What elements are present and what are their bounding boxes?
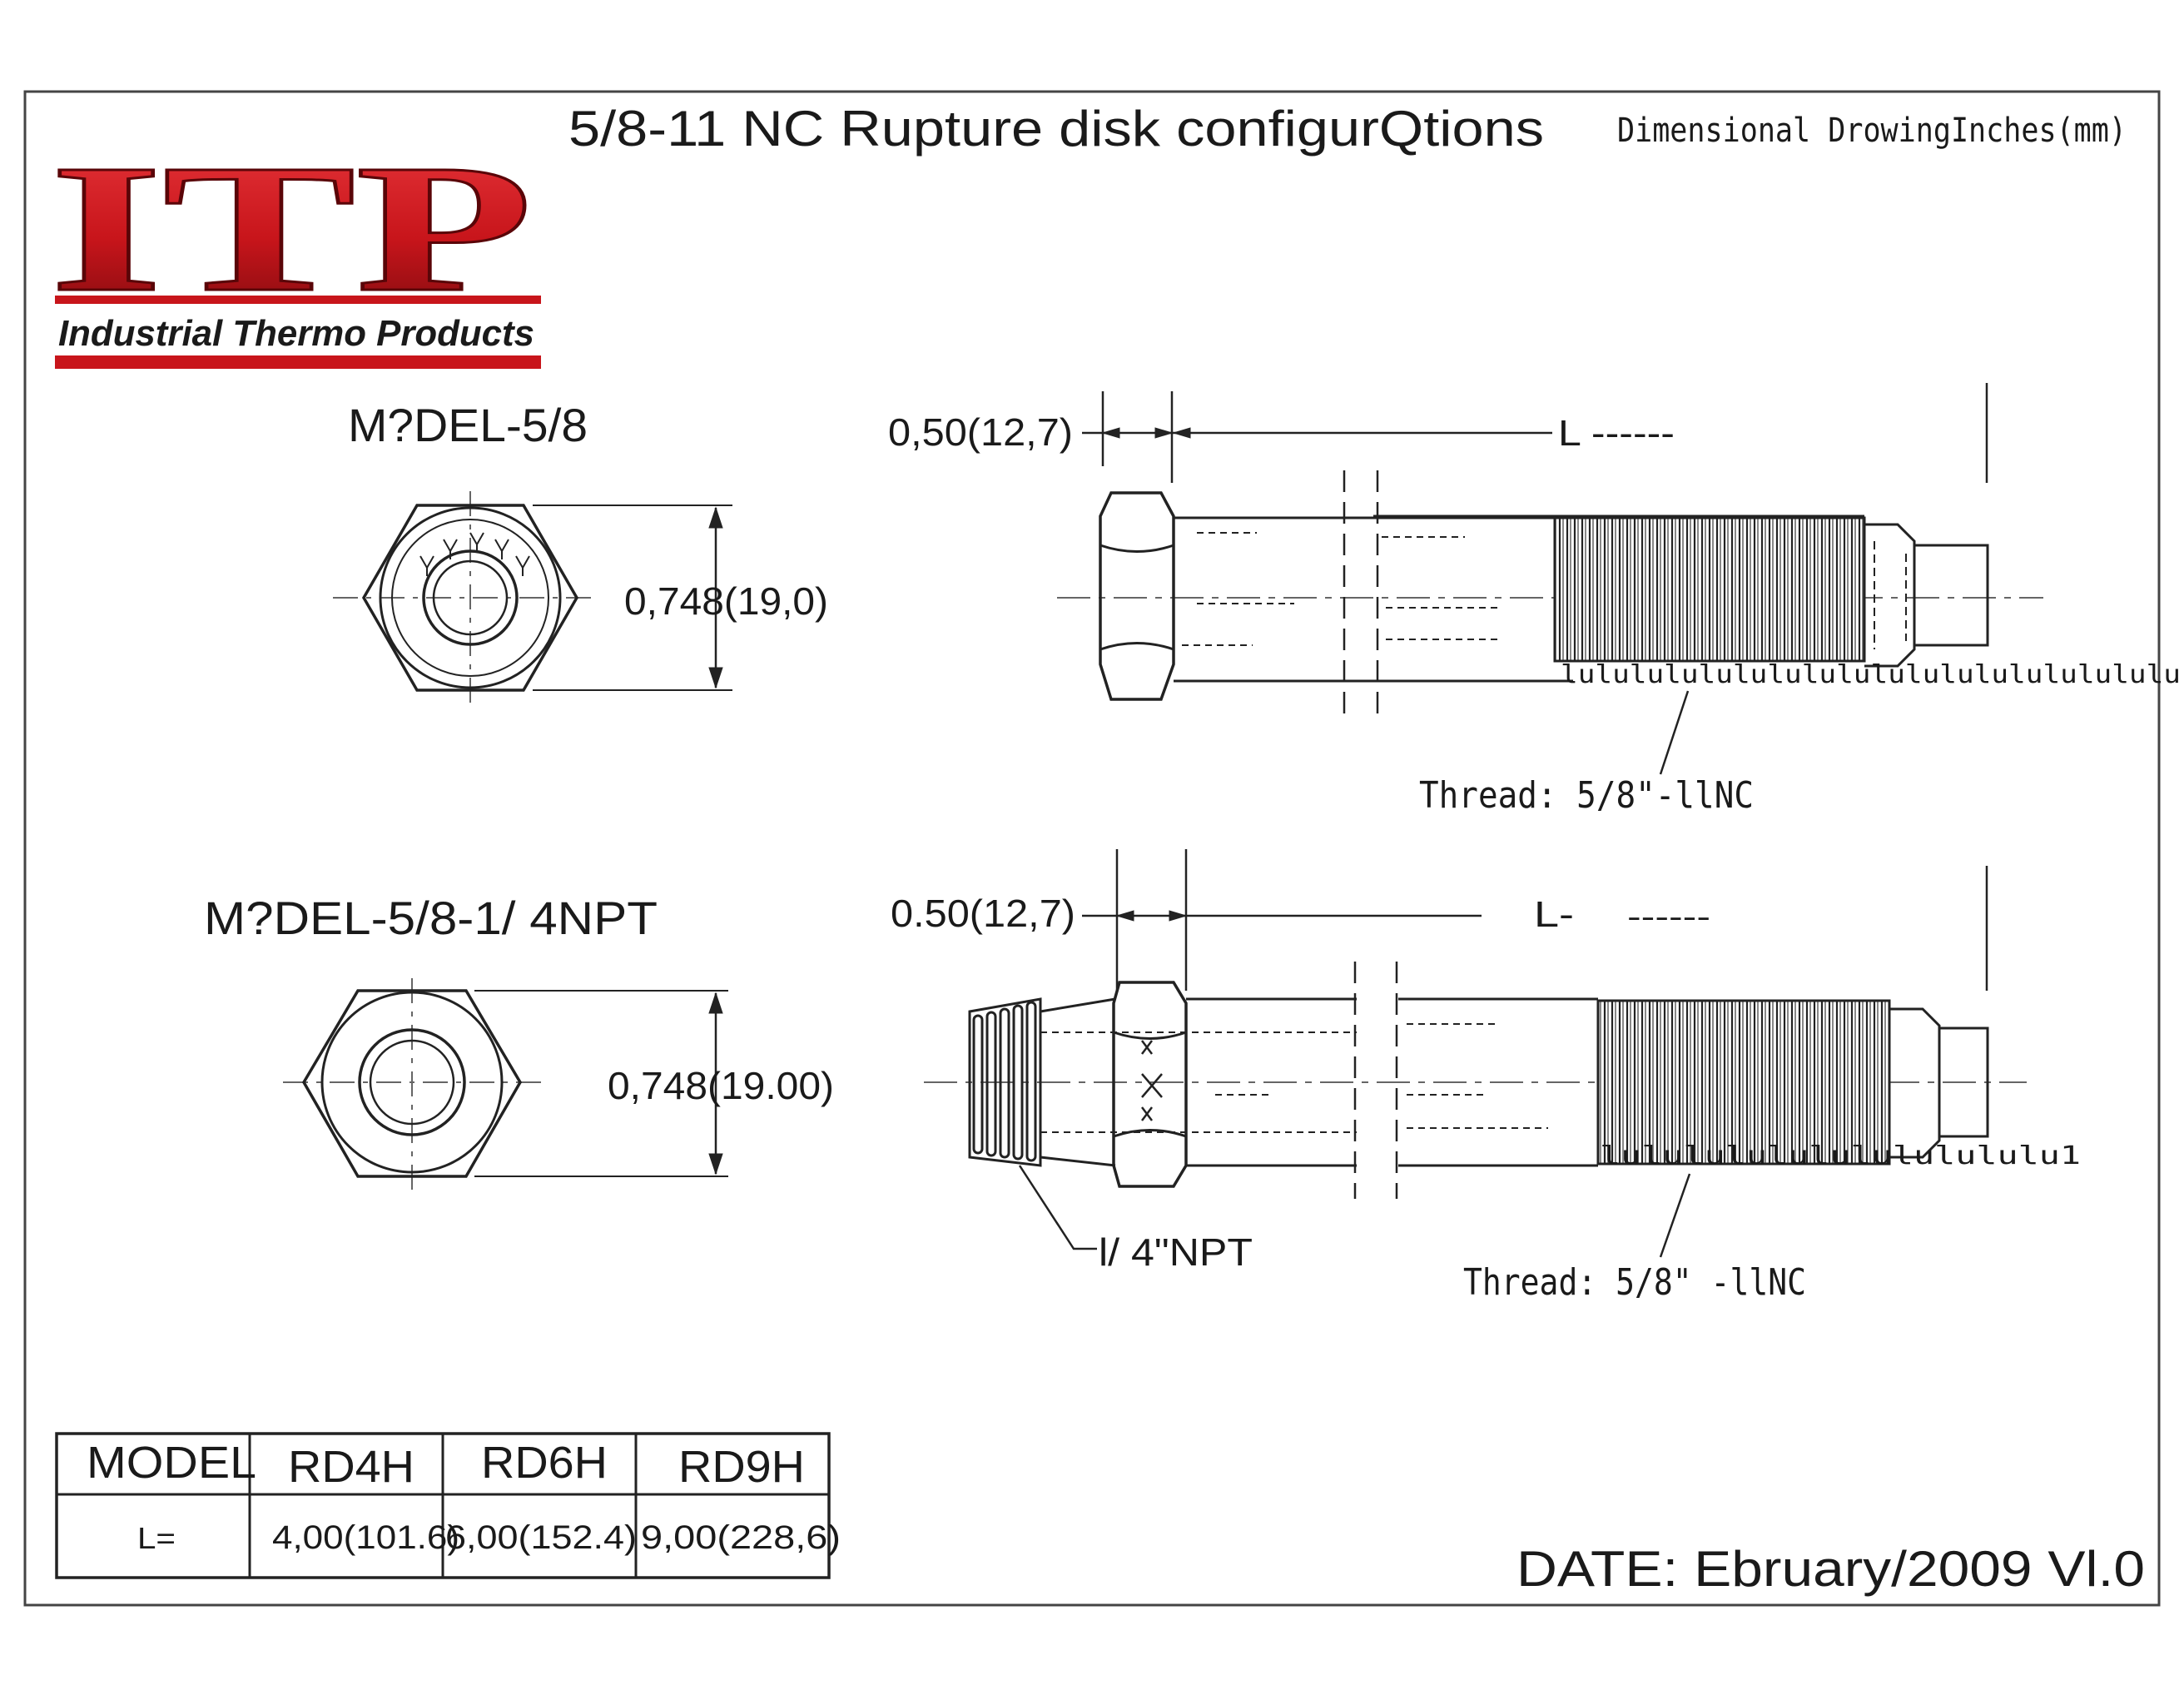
model-b-hex-facets: [1113, 1031, 1187, 1138]
page-title: 5/8-11 NC Rupture disk configurQtions: [568, 101, 1544, 157]
logo-bar-inner: [55, 304, 541, 355]
model-a-hidden-lines: [1182, 532, 1502, 646]
model-a-flat-dimension: 0,50(12,7): [888, 410, 1073, 454]
model-b-hidden-lines: [1040, 1023, 1548, 1133]
model-a-side-view: [1057, 383, 2043, 775]
model-a-dim-arrow-bottom: [708, 667, 723, 689]
model-a-thread-label: Thread: 5/8"-llNC: [1419, 774, 1754, 817]
model-b-thread-block: [1596, 999, 1891, 1166]
itp-logo: ITP Industrial Thermo Products: [49, 126, 541, 369]
sheet-border: [23, 90, 2161, 1607]
model-b-bore-inner: [369, 1039, 455, 1126]
model-b-break-lines: [1353, 962, 1398, 1199]
model-b-thread-label: Thread: 5/8" -llNC: [1463, 1261, 1806, 1304]
model-b-hex-body: [1112, 981, 1188, 1188]
model-b-length-dash: ------: [1627, 899, 1710, 933]
model-b-hex-outline: [301, 989, 523, 1178]
model-b-thread-pattern: lululululululululululu1: [1600, 1141, 2081, 1171]
table-header-rd9h: RD9H: [678, 1442, 805, 1492]
model-a-tip-hidden: [1874, 541, 1907, 649]
model-b-dim-arrow-bottom: [708, 1153, 723, 1176]
model-a-seat-circle: [391, 519, 549, 677]
model-a-thread-leader: [1659, 690, 1690, 775]
table-value-rd6h: 6,00(152.4): [445, 1519, 637, 1556]
model-b-hex-end-view: [283, 978, 728, 1195]
model-a-arrow-1: [1101, 427, 1120, 439]
model-a-tip-nose: [1913, 544, 1989, 647]
model-b-tip-nose: [1938, 1026, 1989, 1138]
model-b-outer-circle: [320, 991, 504, 1174]
model-b-arrow-1: [1115, 910, 1134, 922]
model-b-hex-dimension: 0,748(19.00): [608, 1064, 834, 1107]
model-a-bore-inner: [432, 559, 509, 636]
model-b-arrow-2: [1169, 910, 1188, 922]
table-header-rd4h: RD4H: [288, 1442, 414, 1492]
model-b-thread-leader: [1659, 1173, 1691, 1258]
model-a-thread-pattern: lulululululululululululululululululu: [1561, 660, 2181, 689]
model-b-length-dimension: L-: [1534, 894, 1574, 935]
model-b-npt-leader: [1018, 1165, 1097, 1250]
model-b-dim-arrow-top: [708, 992, 723, 1014]
model-b-name: M?DEL-5/8-1/ 4NPT: [204, 892, 658, 944]
length-table: MODEL RD4H RD6H RD9H L= 4,00(101.6) 6,00…: [55, 1432, 841, 1579]
model-b-npt-threads: [972, 1001, 1037, 1162]
model-a-hex-body: [1099, 491, 1175, 701]
page-subtitle: Dimensional DrowingInches(mm): [1617, 112, 2127, 150]
model-a-disk-petals: [419, 532, 530, 576]
model-a-break-lines: [1343, 470, 1379, 716]
model-a-thread-block: [1553, 516, 1866, 663]
model-b-side-view: [924, 849, 2027, 1258]
model-b-hex-marks: [1141, 1040, 1163, 1121]
model-b-bore-outer: [358, 1028, 466, 1136]
model-a-outer-circle: [379, 506, 562, 689]
footer-date: DATE: Ebruary/2009 Vl.0: [1516, 1541, 2145, 1597]
model-a-name: M?DEL-5/8: [348, 399, 588, 451]
model-a-hex-dimension: 0,748(19,0): [624, 579, 828, 623]
table-header-model: MODEL: [87, 1438, 256, 1488]
model-b-npt-label: l/ 4"NPT: [1099, 1230, 1253, 1274]
table-row-label: L=: [137, 1521, 176, 1555]
model-a-arrow-2: [1154, 427, 1174, 439]
logo-letters: ITP: [50, 127, 533, 330]
table-header-rd6h: RD6H: [481, 1438, 608, 1488]
model-a-hex-facets: [1099, 544, 1174, 651]
model-a-arrow-3: [1172, 427, 1191, 439]
table-value-rd4h: 4,00(101.6): [272, 1519, 459, 1556]
model-b-flat-dimension: 0.50(12,7): [891, 892, 1075, 935]
model-a-bore-outer: [422, 549, 519, 646]
model-a-length-dimension: L ------: [1558, 413, 1675, 454]
logo-company-name: Industrial Thermo Products: [58, 313, 534, 354]
table-value-rd9h: 9,00(228,6): [641, 1519, 841, 1556]
model-b-neck: [1040, 997, 1116, 1167]
model-b-npt-outline: [968, 997, 1042, 1167]
model-a-hex-outline: [361, 504, 579, 692]
model-a-dim-arrow-top: [708, 506, 723, 529]
model-a-hex-end-view: [333, 491, 732, 709]
